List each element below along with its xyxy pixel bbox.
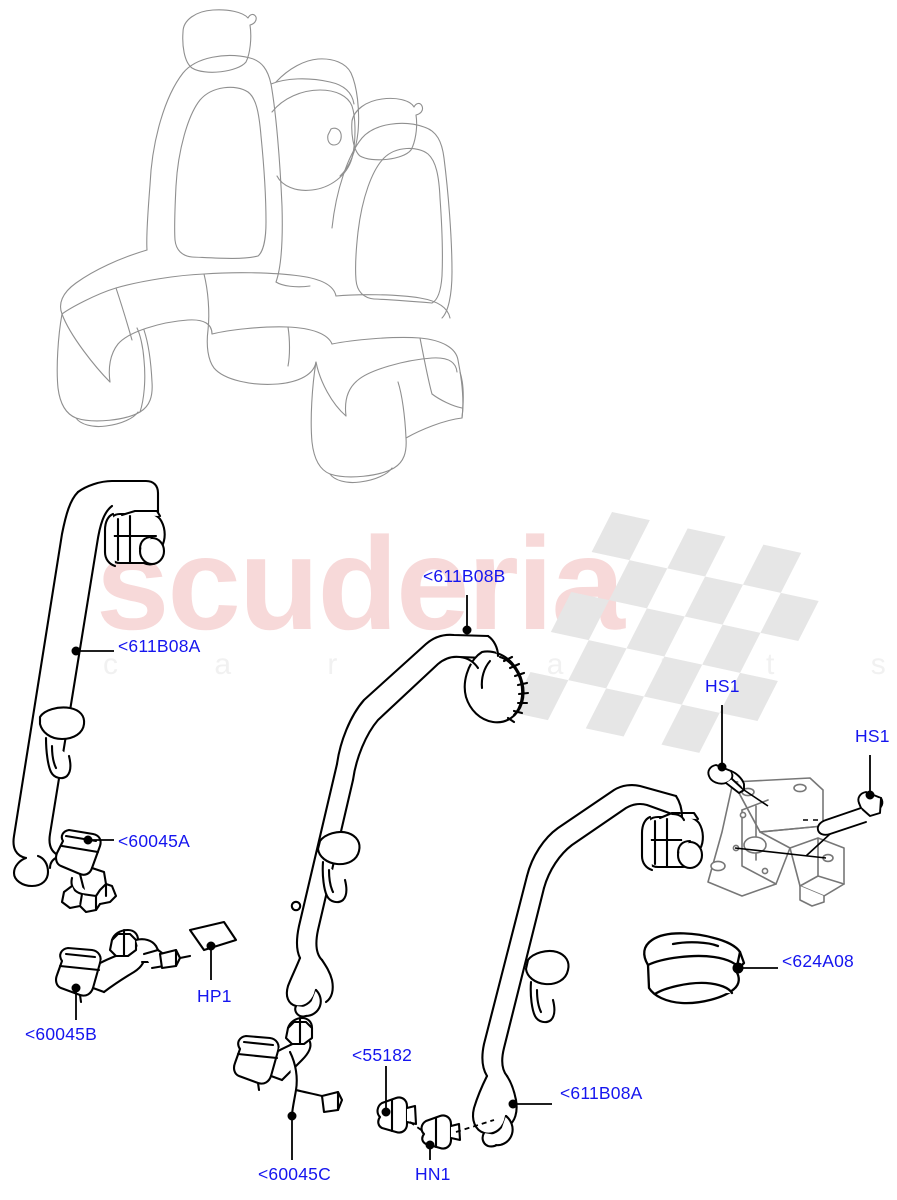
seat-belt-buckle-b bbox=[55, 928, 192, 1004]
seat-belt-buckle-c bbox=[233, 1016, 344, 1118]
part-label-hs1-upper[interactable]: HS1 bbox=[705, 676, 740, 696]
part-label-624a08[interactable]: <624A08 bbox=[782, 951, 854, 971]
rear-seat-assembly-illustration bbox=[56, 9, 464, 484]
mounting-plate-hp1 bbox=[188, 920, 238, 952]
centre-seat-belt-assembly bbox=[285, 633, 490, 1018]
part-label-611b08a-right[interactable]: <611B08A bbox=[560, 1083, 643, 1103]
part-label-hn1[interactable]: HN1 bbox=[415, 1164, 451, 1184]
part-label-hp1[interactable]: HP1 bbox=[197, 986, 232, 1006]
callout-leader-lines bbox=[71, 595, 875, 1160]
centre-belt-retractor bbox=[458, 634, 530, 724]
left-seat-belt-assembly bbox=[12, 479, 160, 888]
belt-trim-cover bbox=[643, 932, 746, 1005]
checkered-flag-watermark bbox=[510, 511, 819, 753]
mounting-bolt-upper bbox=[707, 764, 745, 794]
mounting-bolt-right bbox=[816, 791, 884, 836]
retaining-clip-55182 bbox=[376, 1096, 418, 1134]
part-label-611b08a-left[interactable]: <611B08A bbox=[118, 636, 201, 656]
part-label-611b08b[interactable]: <611B08B bbox=[423, 566, 506, 586]
mounting-bracket bbox=[707, 777, 845, 907]
watermark-brand-text: scuderia bbox=[96, 510, 625, 657]
part-label-60045a[interactable]: <60045A bbox=[118, 831, 190, 851]
left-belt-retractor bbox=[103, 509, 166, 568]
part-label-55182[interactable]: <55182 bbox=[352, 1045, 413, 1065]
part-label-hs1-right[interactable]: HS1 bbox=[855, 726, 890, 746]
mounting-nut-hn1 bbox=[420, 1114, 462, 1150]
part-label-60045c[interactable]: <60045C bbox=[258, 1164, 331, 1184]
right-belt-retractor bbox=[640, 794, 704, 872]
right-seat-belt-assembly bbox=[471, 784, 678, 1148]
bracket-assembly-leaders bbox=[734, 789, 831, 859]
part-label-60045b[interactable]: <60045B bbox=[25, 1024, 97, 1044]
